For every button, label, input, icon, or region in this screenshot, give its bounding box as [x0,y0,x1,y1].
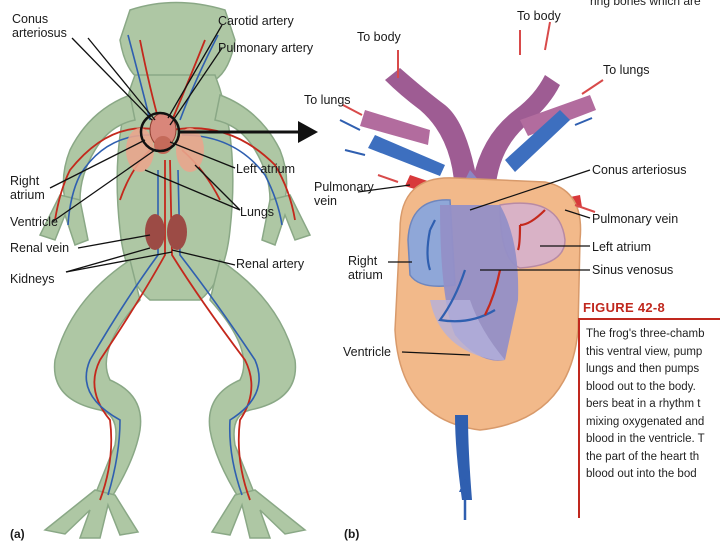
panel-b-tag: (b) [344,527,359,541]
caption-line: blood out into the bod [586,466,720,484]
inferior-vessel [455,415,472,520]
label-to-body-left: To body [357,30,401,44]
label-pulmonary-vein-left: Pulmonary vein [314,180,374,208]
label-kidneys: Kidneys [10,272,54,286]
figure-title-rule [578,318,720,320]
caption-line: mixing oxygenated and [586,414,720,432]
label-right-atrium-a: Right atrium [10,174,45,202]
label-to-lungs-right: To lungs [603,63,650,77]
label-renal-artery: Renal artery [236,257,304,271]
label-renal-vein: Renal vein [10,241,69,255]
heart-body [395,178,581,430]
label-pulmonary-artery: Pulmonary artery [218,41,313,55]
label-right-atrium-b: Right atrium [348,254,383,282]
panel-a-tag: (a) [10,527,25,541]
label-pulmonary-vein-right: Pulmonary vein [592,212,678,226]
label-to-lungs-left: To lungs [304,93,351,107]
label-left-atrium-b: Left atrium [592,240,651,254]
label-lungs: Lungs [240,205,274,219]
caption-line: bers beat in a rhythm t [586,396,720,414]
figure-caption-bar [578,318,580,518]
top-cut-text: ring bones which are [590,0,701,8]
caption-line: the part of the heart th [586,449,720,467]
figure-caption: The frog's three-chamb this ventral view… [586,326,720,484]
caption-line: blood in the ventricle. T [586,431,720,449]
label-to-body-right: To body [517,9,561,23]
label-ventricle-b: Ventricle [343,345,391,359]
figure-title: FIGURE 42-8 [583,300,665,315]
caption-line: this ventral view, pump [586,344,720,362]
caption-line: lungs and then pumps [586,361,720,379]
label-ventricle-a: Ventricle [10,215,58,229]
label-sinus-venosus: Sinus venosus [592,263,673,277]
label-conus-arteriosus-a: Conus arteriosus [12,12,67,40]
label-carotid-artery: Carotid artery [218,14,294,28]
label-left-atrium-a: Left atrium [236,162,295,176]
caption-line: blood out to the body. [586,379,720,397]
label-conus-arteriosus-b: Conus arteriosus [592,163,687,177]
caption-line: The frog's three-chamb [586,326,720,344]
